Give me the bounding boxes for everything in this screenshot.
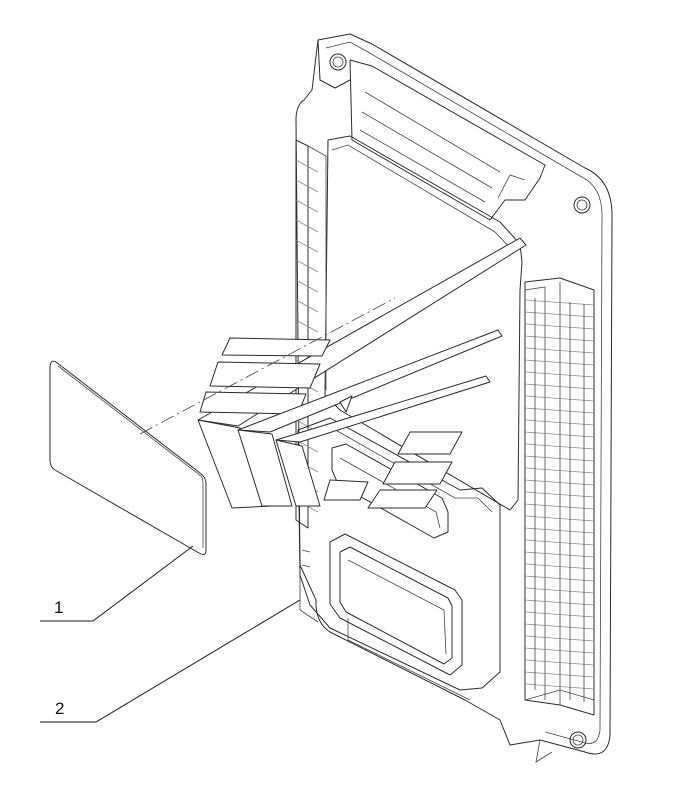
emblem-logo xyxy=(197,237,527,509)
callout-2: 2 xyxy=(40,599,301,723)
callout-1: 1 xyxy=(40,545,194,622)
leader-line-1 xyxy=(40,545,194,622)
connector-block xyxy=(297,417,501,701)
callout-label-1: 1 xyxy=(54,598,63,617)
right-fins xyxy=(524,277,595,716)
label-sticker xyxy=(49,297,396,555)
callout-label-2: 2 xyxy=(55,699,64,718)
leader-line-2 xyxy=(40,599,301,723)
